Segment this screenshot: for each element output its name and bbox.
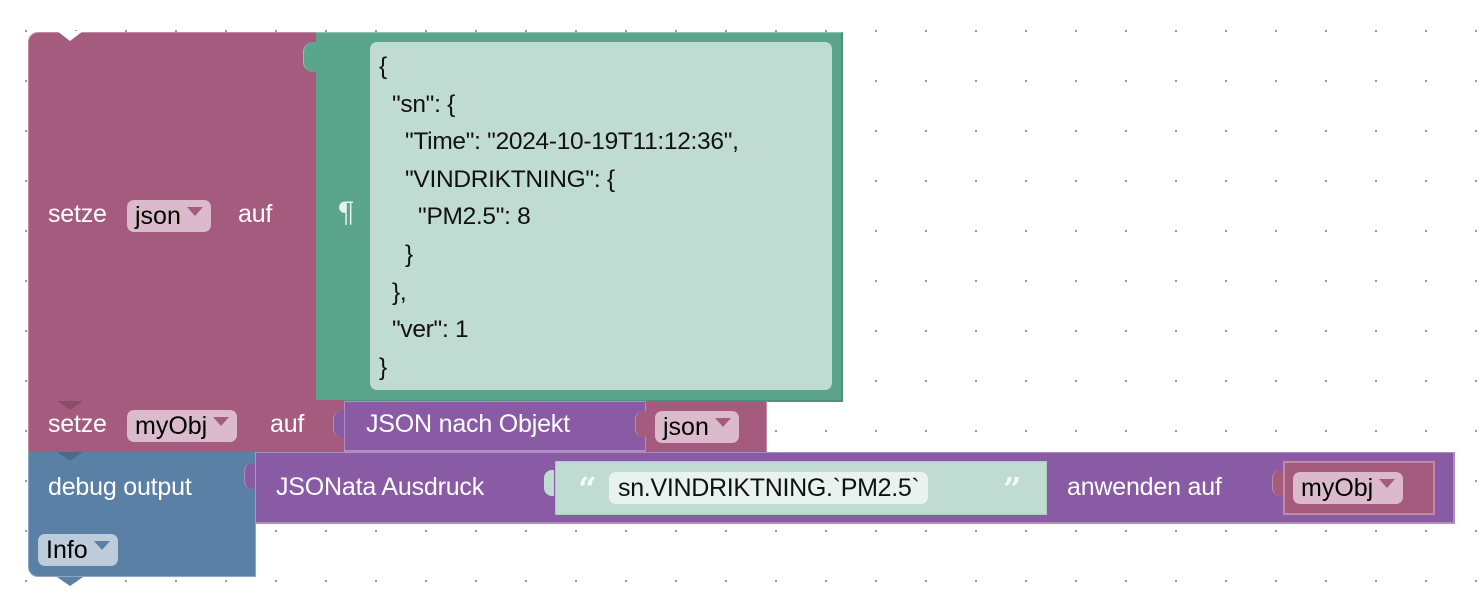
set-myobj-prefix: setze bbox=[48, 410, 107, 438]
open-quote-icon: “ bbox=[578, 470, 597, 508]
chevron-down-icon bbox=[213, 417, 230, 426]
variable-dropdown-myobj[interactable]: myObj bbox=[127, 410, 238, 442]
chevron-down-icon bbox=[93, 541, 110, 550]
log-level-value: Info bbox=[46, 536, 88, 564]
text-line: "ver": 1 bbox=[379, 316, 469, 344]
block-top-notch bbox=[57, 401, 83, 410]
set-json-prefix: setze bbox=[48, 200, 107, 228]
expression-value: sn.VINDRIKTNING.`PM2.5` bbox=[618, 474, 920, 502]
pilcrow-icon: ¶ bbox=[337, 196, 355, 229]
set-json-suffix: auf bbox=[238, 200, 273, 228]
text-line: "sn": { bbox=[379, 90, 455, 118]
input-connector-tab bbox=[244, 463, 255, 489]
chevron-down-icon bbox=[1379, 479, 1396, 488]
text-line: "Time": "2024-10-19T11:12:36", bbox=[379, 128, 739, 156]
variable-dropdown-json[interactable]: json bbox=[127, 200, 211, 232]
text-field-content: { "sn": { "Time": "2024-10-19T11:12:36",… bbox=[379, 48, 832, 386]
variable-dropdown-json-ref[interactable]: json bbox=[655, 411, 739, 443]
input-connector-tab bbox=[544, 470, 554, 496]
expression-field[interactable]: sn.VINDRIKTNING.`PM2.5` bbox=[609, 472, 929, 504]
variable-name: json bbox=[663, 413, 709, 441]
jsonata-label: JSONata Ausdruck bbox=[276, 473, 485, 501]
multiline-text-field[interactable]: { "sn": { "Time": "2024-10-19T11:12:36",… bbox=[370, 42, 832, 390]
variable-dropdown-myobj-ref[interactable]: myObj bbox=[1293, 472, 1404, 504]
close-quote-icon: ” bbox=[1003, 470, 1022, 508]
input-connector-tab bbox=[635, 411, 646, 437]
block-top-notch bbox=[57, 452, 83, 461]
apply-to-label: anwenden auf bbox=[1067, 473, 1222, 501]
chevron-down-icon bbox=[186, 207, 203, 216]
input-connector-tab bbox=[303, 42, 318, 72]
log-level-dropdown[interactable]: Info bbox=[38, 534, 118, 566]
block-top-notch bbox=[57, 31, 83, 41]
variable-name: myObj bbox=[135, 412, 208, 440]
set-myobj-suffix: auf bbox=[270, 410, 305, 438]
text-line: } bbox=[379, 353, 387, 381]
text-line: "PM2.5": 8 bbox=[379, 203, 531, 231]
variable-name: myObj bbox=[1301, 474, 1374, 502]
json-to-object-block[interactable] bbox=[344, 401, 647, 452]
variable-name: json bbox=[135, 202, 181, 230]
text-line: { bbox=[379, 53, 387, 80]
text-line: }, bbox=[379, 278, 407, 306]
text-line: "VINDRIKTNING": { bbox=[379, 165, 615, 193]
chevron-down-icon bbox=[714, 418, 731, 427]
block-bottom-notch bbox=[57, 577, 83, 586]
input-connector-tab bbox=[333, 411, 344, 437]
input-connector-tab bbox=[1272, 470, 1283, 496]
debug-output-label: debug output bbox=[48, 473, 192, 501]
json-to-object-label: JSON nach Objekt bbox=[366, 410, 570, 438]
text-line: } bbox=[379, 240, 413, 268]
